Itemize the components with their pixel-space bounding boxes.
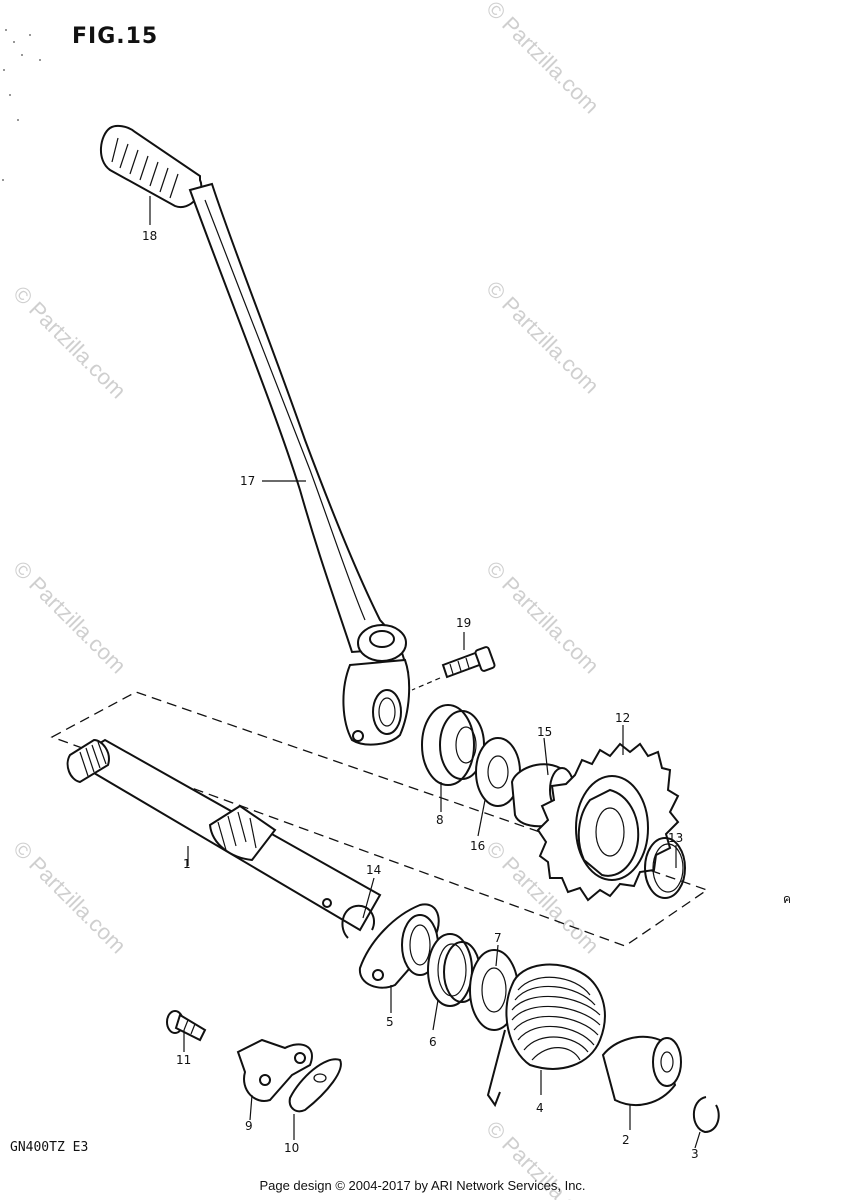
return-spring bbox=[486, 963, 606, 1108]
spring-guide-plate bbox=[358, 903, 440, 989]
part-label-15: 15 bbox=[537, 725, 552, 739]
spring-guide bbox=[601, 1035, 682, 1106]
page-footer: Page design © 2004-2017 by ARI Network S… bbox=[259, 1178, 586, 1193]
stopper-plate bbox=[236, 1038, 313, 1102]
part-label-9: 9 bbox=[245, 1119, 253, 1133]
stopper-bolt bbox=[166, 1010, 207, 1042]
part-label-14: 14 bbox=[366, 863, 381, 877]
part-label-17: 17 bbox=[240, 474, 255, 488]
part-label-6: 6 bbox=[429, 1035, 437, 1049]
watermark-text: © Partzilla.com bbox=[8, 836, 131, 959]
watermark-text: © Partzilla.com bbox=[481, 0, 604, 118]
model-code: GN400TZ E3 bbox=[10, 1140, 89, 1155]
watermark-text: © Partzilla.com bbox=[8, 556, 131, 679]
scan-noise bbox=[2, 29, 41, 181]
part-label-12: 12 bbox=[615, 711, 630, 725]
kick-starter-gear bbox=[536, 742, 680, 902]
part-label-5: 5 bbox=[386, 1015, 394, 1029]
thrust-washer bbox=[475, 737, 521, 807]
oil-seal bbox=[421, 704, 485, 786]
watermark-text: © Partzilla.com bbox=[8, 281, 131, 404]
part-label-16: 16 bbox=[470, 839, 485, 853]
part-label-8: 8 bbox=[436, 813, 444, 827]
stray-mark: ค bbox=[783, 892, 791, 906]
part-label-1: 1 bbox=[183, 857, 191, 871]
kick-pedal-grip bbox=[100, 124, 203, 209]
part-number-labels: 1 2 3 4 5 6 7 8 9 10 11 12 13 14 15 16 1… bbox=[142, 229, 791, 1161]
part-label-18: 18 bbox=[142, 229, 157, 243]
kick-starter-shaft bbox=[66, 738, 382, 932]
kick-starter-lever bbox=[188, 182, 411, 746]
watermark-text: © Partzilla.com bbox=[481, 556, 604, 679]
part-label-7: 7 bbox=[494, 931, 502, 945]
stopper bbox=[288, 1058, 342, 1113]
part-label-11: 11 bbox=[176, 1053, 191, 1067]
part-label-19: 19 bbox=[456, 616, 471, 630]
part-label-3: 3 bbox=[691, 1147, 699, 1161]
part-label-2: 2 bbox=[622, 1133, 630, 1147]
figure-title: FIG.15 bbox=[72, 24, 159, 49]
circlip bbox=[692, 1096, 720, 1134]
leader-lines bbox=[149, 196, 701, 1149]
part-label-13: 13 bbox=[668, 831, 683, 845]
gear-circlip bbox=[644, 837, 686, 899]
clamp-bolt bbox=[411, 646, 496, 691]
watermark-text: © Partzilla.com bbox=[481, 276, 604, 399]
retaining-clip bbox=[341, 904, 375, 939]
part-label-10: 10 bbox=[284, 1141, 299, 1155]
part-label-4: 4 bbox=[536, 1101, 544, 1115]
